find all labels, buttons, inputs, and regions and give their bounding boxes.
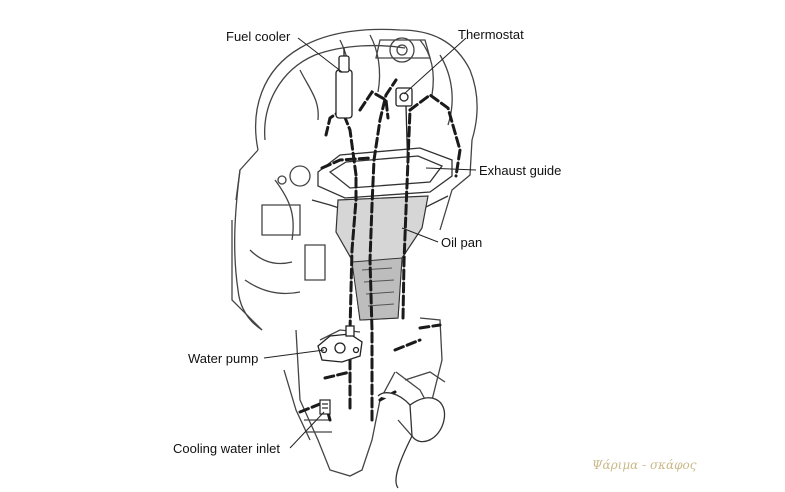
leader-lines (263, 37, 477, 449)
lower-unit (283, 317, 446, 477)
label-water-pump: Water pump (188, 351, 259, 366)
watermark: Ψάριμα - σκάφος (592, 458, 697, 472)
label-cooling-water-inlet: Cooling water inlet (173, 441, 280, 456)
leader-fuel-cooler (297, 37, 343, 73)
label-fuel-cooler: Fuel cooler (226, 29, 291, 44)
label-exhaust-guide: Exhaust guide (479, 163, 562, 178)
thermostat-part (395, 87, 413, 176)
leader-water-pump (263, 349, 325, 359)
leader-exhaust-guide (425, 167, 477, 171)
water-passages (298, 78, 462, 422)
leader-cooling-inlet (289, 411, 325, 449)
water-pump-part (317, 325, 363, 363)
cooling-inlet-part (319, 399, 331, 415)
label-oil-pan: Oil pan (441, 235, 483, 250)
leader-oil-pan (401, 227, 439, 243)
fuel-cooler-part (335, 48, 353, 119)
engine-casing (231, 28, 478, 331)
label-thermostat: Thermostat (458, 27, 524, 42)
propeller (377, 392, 446, 489)
leader-thermostat (403, 37, 467, 95)
